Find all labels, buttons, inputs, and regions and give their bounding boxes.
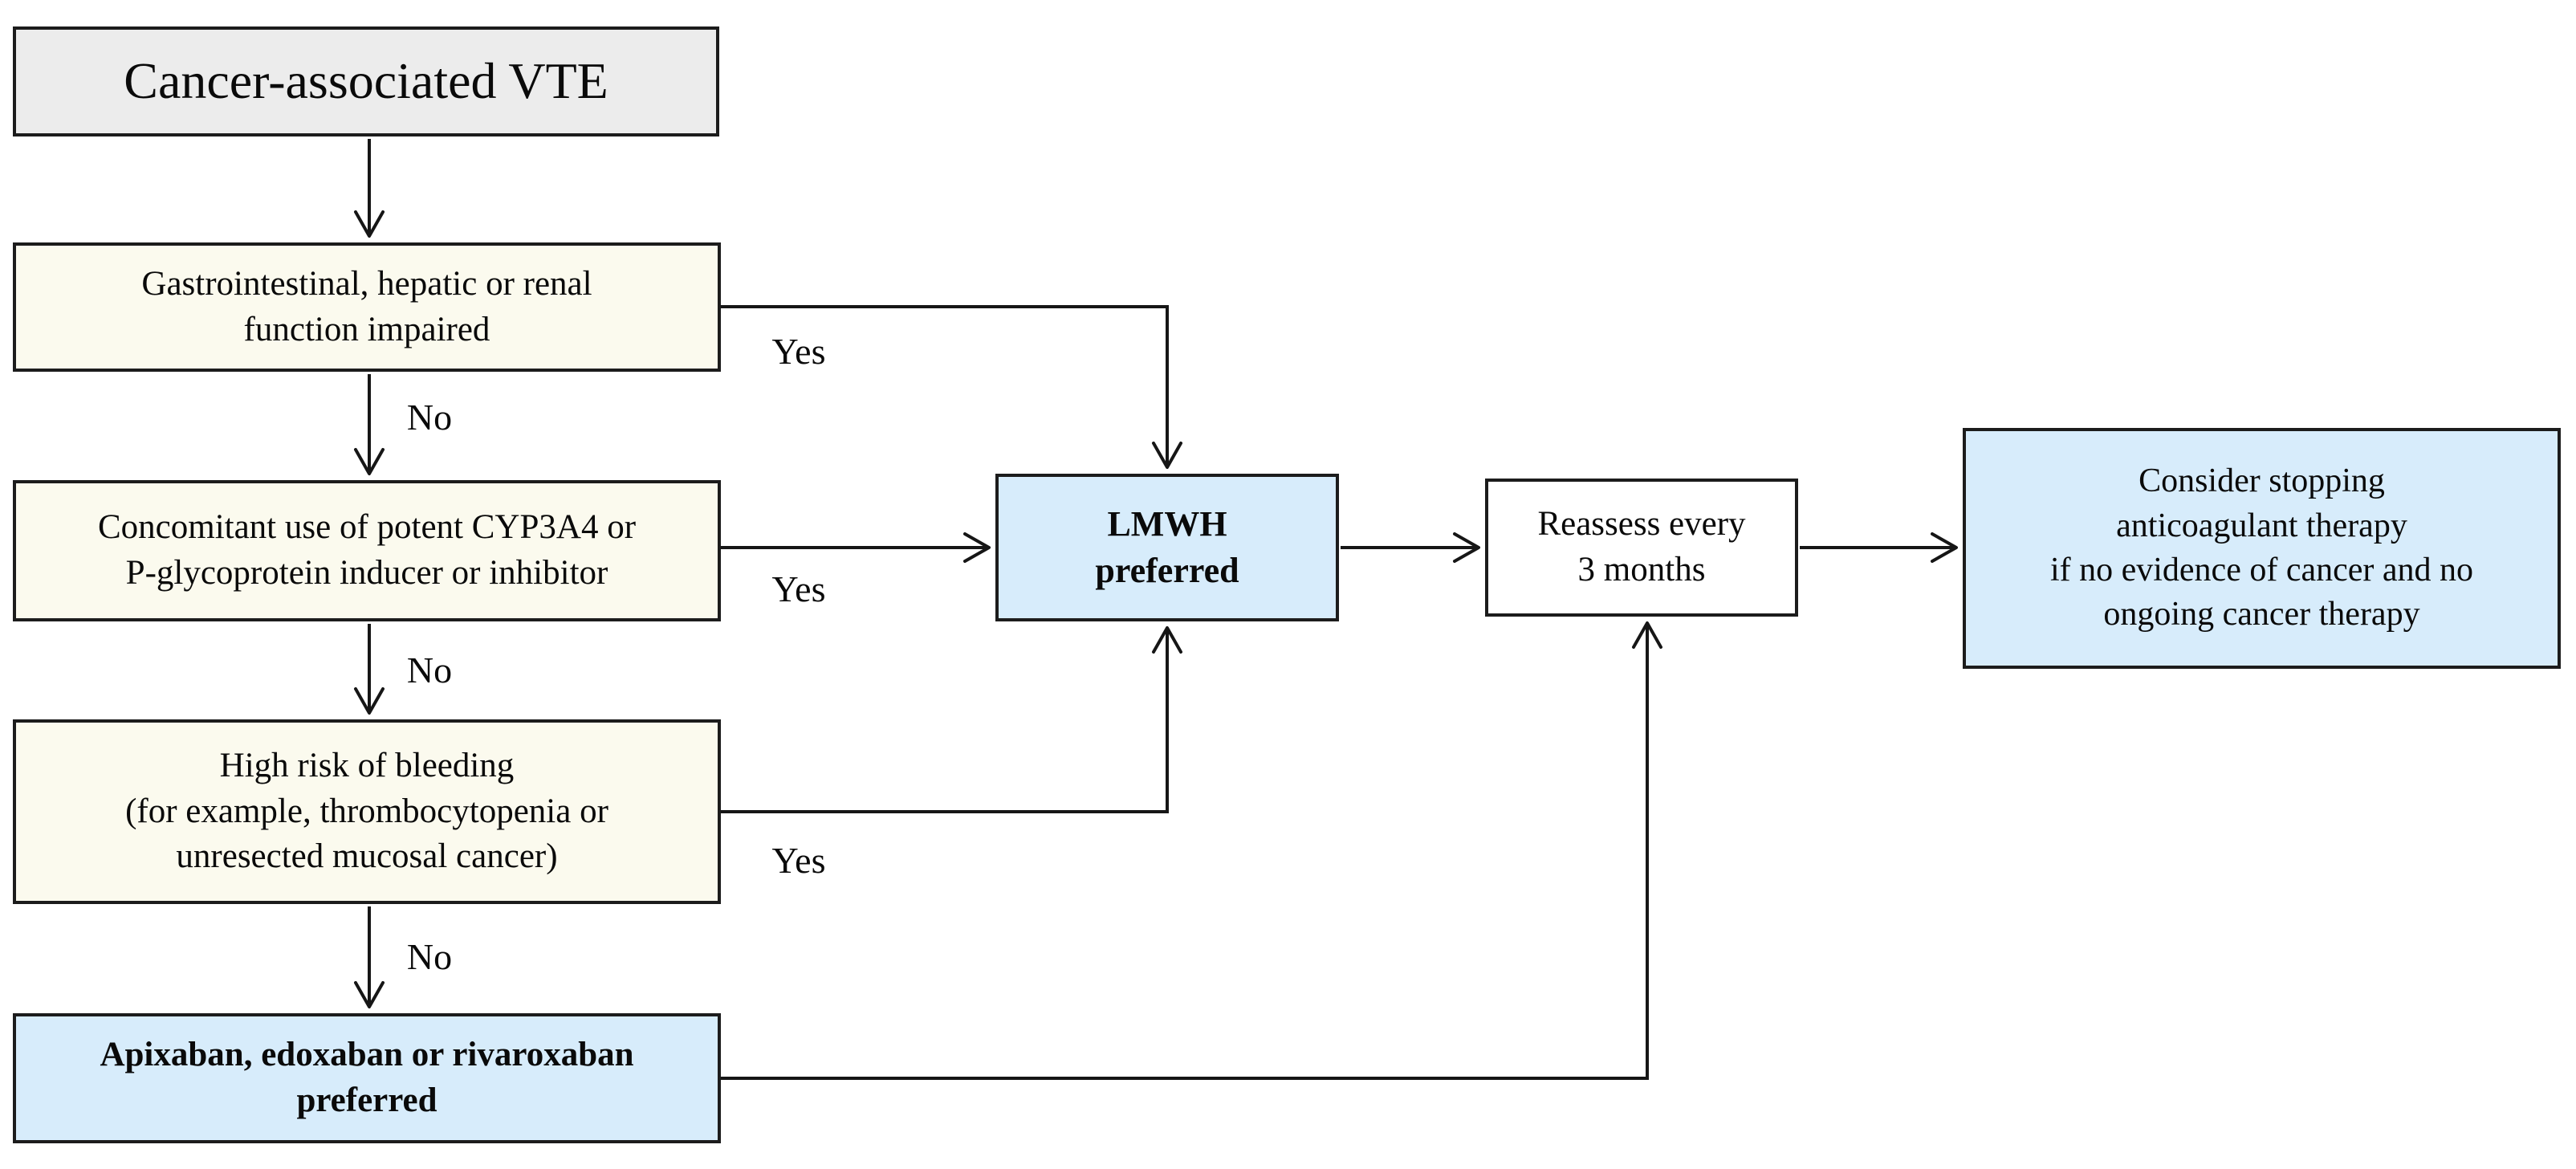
node-cancer-associated-vte: Cancer-associated VTE [13, 26, 719, 136]
edge-label-cyp-yes: Yes [771, 568, 826, 609]
edge-label-bleed-yes: Yes [771, 840, 826, 881]
node-gi-hepatic-renal-impairment: Gastrointestinal, hepatic or renal funct… [13, 242, 721, 372]
edge-bleed-yes-to-lmwh [721, 626, 1182, 813]
node-lmwh-preferred-text: LMWH preferred [1095, 503, 1239, 590]
node-lmwh-preferred: LMWH preferred [995, 474, 1339, 621]
node-gi-hepatic-renal-impairment-text: Gastrointestinal, hepatic or renal funct… [141, 264, 592, 348]
edge-label-gi-no: No [406, 397, 453, 438]
node-reassess-every-3-months-text: Reassess every 3 months [1537, 505, 1746, 589]
node-doac-preferred-text: Apixaban, edoxaban or rivaroxaban prefer… [100, 1036, 634, 1119]
node-reassess-every-3-months: Reassess every 3 months [1485, 479, 1798, 617]
node-cyp3a4-pgp-interaction-text: Concomitant use of potent CYP3A4 or P-gl… [97, 508, 637, 592]
node-consider-stopping-anticoagulation-text: Consider stopping anticoagulant therapy … [2049, 462, 2474, 633]
node-cancer-associated-vte-text: Cancer-associated VTE [124, 52, 608, 110]
node-high-bleeding-risk-text: High risk of bleeding (for example, thro… [125, 746, 608, 876]
edge-label-bleed-no: No [406, 936, 453, 977]
edge-doac-to-reassess [721, 621, 1662, 1080]
node-high-bleeding-risk: High risk of bleeding (for example, thro… [13, 719, 721, 904]
edge-label-gi-yes: Yes [771, 331, 826, 372]
edge-label-cyp-no: No [406, 650, 453, 690]
node-cyp3a4-pgp-interaction: Concomitant use of potent CYP3A4 or P-gl… [13, 480, 721, 621]
node-consider-stopping-anticoagulation: Consider stopping anticoagulant therapy … [1963, 428, 2561, 669]
node-doac-preferred: Apixaban, edoxaban or rivaroxaban prefer… [13, 1013, 721, 1143]
